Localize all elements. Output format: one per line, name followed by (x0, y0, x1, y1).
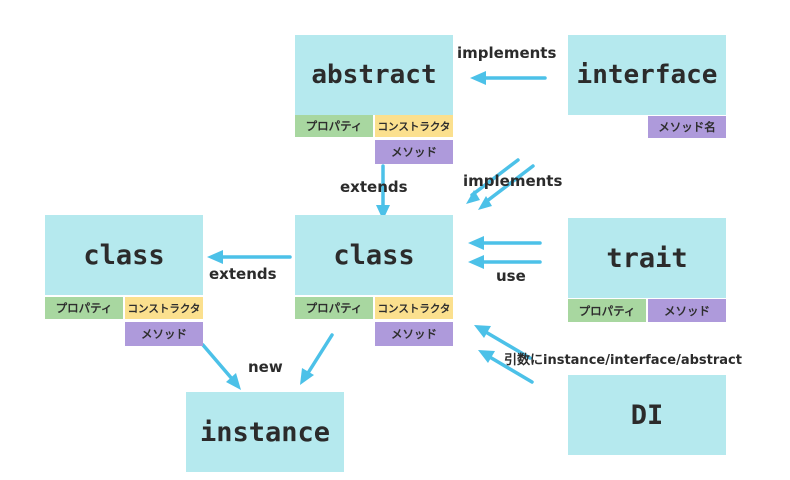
class-center-constructor-tag: コンストラクタ (375, 297, 453, 319)
instance-title: instance (199, 416, 331, 448)
abstract-title: abstract (311, 60, 437, 90)
label-class-to-instance: new (248, 358, 283, 376)
arrow-class-to-instance (300, 333, 334, 385)
abstract-constructor-tag: コンストラクタ (375, 115, 453, 137)
abstract-box: abstract (295, 35, 453, 115)
arrow-class-left-to-instance (201, 343, 241, 390)
class-left-constructor-tag: コンストラクタ (125, 297, 203, 319)
arrow-class-to-class-left (207, 250, 292, 264)
instance-box: instance (186, 392, 344, 472)
trait-property-tag: プロパティ (568, 299, 646, 322)
trait-method-tag: メソッド (648, 299, 726, 322)
class-center-method-tag: メソッド (375, 322, 453, 346)
arrow-trait-to-class (468, 236, 542, 269)
class-center-box: class (295, 215, 453, 295)
label-interface-to-abstract: implements (457, 44, 557, 62)
class-left-title: class (83, 239, 165, 271)
class-left-box: class (45, 215, 203, 295)
class-center-property-tag: プロパティ (295, 297, 373, 319)
trait-box: trait (568, 218, 726, 298)
class-center-title: class (333, 239, 415, 271)
di-box: DI (568, 375, 726, 455)
label-class-to-class-left: extends (209, 265, 277, 283)
class-left-property-tag: プロパティ (45, 297, 123, 319)
label-abstract-to-class: extends (340, 178, 408, 196)
arrow-interface-to-class (466, 158, 535, 210)
label-trait-to-class: use (496, 267, 526, 285)
arrow-interface-to-abstract (470, 71, 547, 85)
di-title: DI (630, 399, 664, 431)
abstract-method-tag: メソッド (375, 140, 453, 164)
class-left-method-tag: メソッド (125, 322, 203, 346)
arrow-abstract-to-class (376, 164, 390, 220)
trait-title: trait (606, 242, 688, 274)
arrow-di-to-class (474, 325, 534, 384)
label-interface-to-class: implements (463, 172, 563, 190)
interface-title: interface (576, 60, 718, 90)
label-di-to-class: 引数にinstance/interface/abstract (504, 353, 742, 368)
interface-box: interface (568, 35, 726, 115)
interface-method-name-tag: メソッド名 (648, 116, 726, 138)
abstract-property-tag: プロパティ (295, 115, 373, 137)
